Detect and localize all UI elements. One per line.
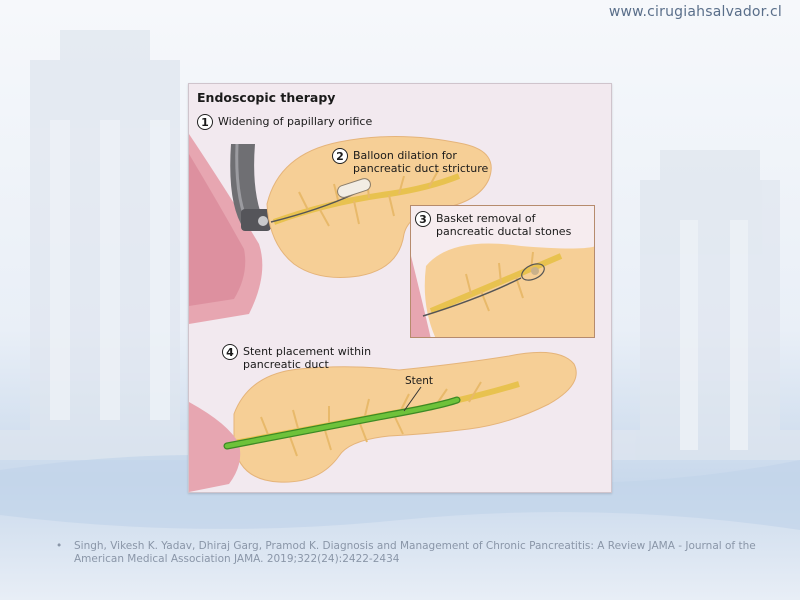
stent-label: Stent xyxy=(405,375,434,387)
figure-title: Endoscopic therapy xyxy=(197,90,336,105)
step-number: 2 xyxy=(332,148,348,164)
step-label: Widening of papillary orifice xyxy=(218,115,373,128)
step-label-line-2: pancreatic duct stricture xyxy=(353,162,489,175)
citation: • Singh, Vikesh K. Yadav, Dhiraj Garg, P… xyxy=(56,540,756,566)
step-2: 2 Balloon dilation for pancreatic duct s… xyxy=(332,148,488,175)
step-1: 1 Widening of papillary orifice xyxy=(197,114,372,130)
step-label-line-2: pancreatic ductal stones xyxy=(436,225,572,238)
step-number: 4 xyxy=(222,344,238,360)
bullet-icon: • xyxy=(56,540,63,552)
basket-illustration xyxy=(411,243,594,337)
step-label-line-2: pancreatic duct xyxy=(243,358,329,371)
step-number: 3 xyxy=(415,211,431,227)
step-3: 3 Basket removal of pancreatic ductal st… xyxy=(415,211,571,238)
basket-removal-inset xyxy=(410,205,595,338)
endoscopic-therapy-figure: Endoscopic therapy 1 Widening of papilla… xyxy=(188,83,612,493)
step-label-line-1: Balloon dilation for xyxy=(353,149,457,162)
step-label-line-1: Basket removal of xyxy=(436,212,536,225)
step-label-line-1: Stent placement within xyxy=(243,345,372,358)
pancreas-illustration xyxy=(189,134,577,492)
step-number: 1 xyxy=(197,114,213,130)
step-4: 4 Stent placement within pancreatic duct xyxy=(222,344,371,371)
site-url: www.cirugiahsalvador.cl xyxy=(608,4,782,20)
citation-text: Singh, Vikesh K. Yadav, Dhiraj Garg, Pra… xyxy=(74,540,756,565)
